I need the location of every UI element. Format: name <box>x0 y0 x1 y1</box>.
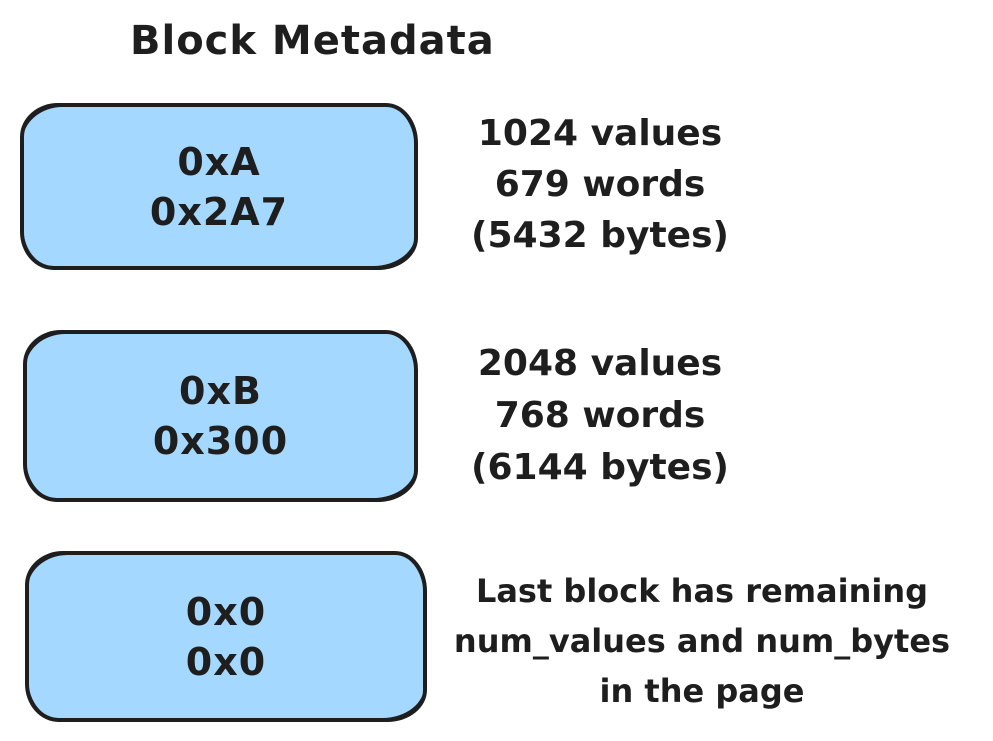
annotation-note-line: in the page <box>599 672 805 710</box>
page-title: Block Metadata <box>130 18 495 64</box>
annotation-words-line: 768 words <box>494 395 706 436</box>
annotation-bytes-line: (5432 bytes) <box>471 215 729 256</box>
block-box-last: 0x0 0x0 <box>25 551 427 722</box>
annotation-bytes-line: (6144 bytes) <box>471 447 729 488</box>
block-annotation-last: Last block has remaining num_values and … <box>438 566 966 716</box>
block-size-value: 0x0 <box>185 639 267 684</box>
block-offset-value: 0x0 <box>185 589 267 634</box>
annotation-values-line: 1024 values <box>477 113 723 154</box>
annotation-values-line: 2048 values <box>477 343 723 384</box>
block-offset-value: 0xA <box>177 139 261 184</box>
block-size-value: 0x300 <box>152 419 289 463</box>
annotation-words-line: 679 words <box>494 164 706 205</box>
annotation-note-line: num_values and num_bytes <box>453 622 951 660</box>
block-annotation-b: 2048 values 768 words (6144 bytes) <box>455 338 745 494</box>
block-box-b: 0xB 0x300 <box>23 330 418 502</box>
block-box-a: 0xA 0x2A7 <box>20 103 418 270</box>
block-offset-value: 0xB <box>179 369 262 413</box>
annotation-note-line: Last block has remaining <box>475 572 929 610</box>
block-annotation-a: 1024 values 679 words (5432 bytes) <box>455 108 745 261</box>
block-size-value: 0x2A7 <box>149 189 289 234</box>
